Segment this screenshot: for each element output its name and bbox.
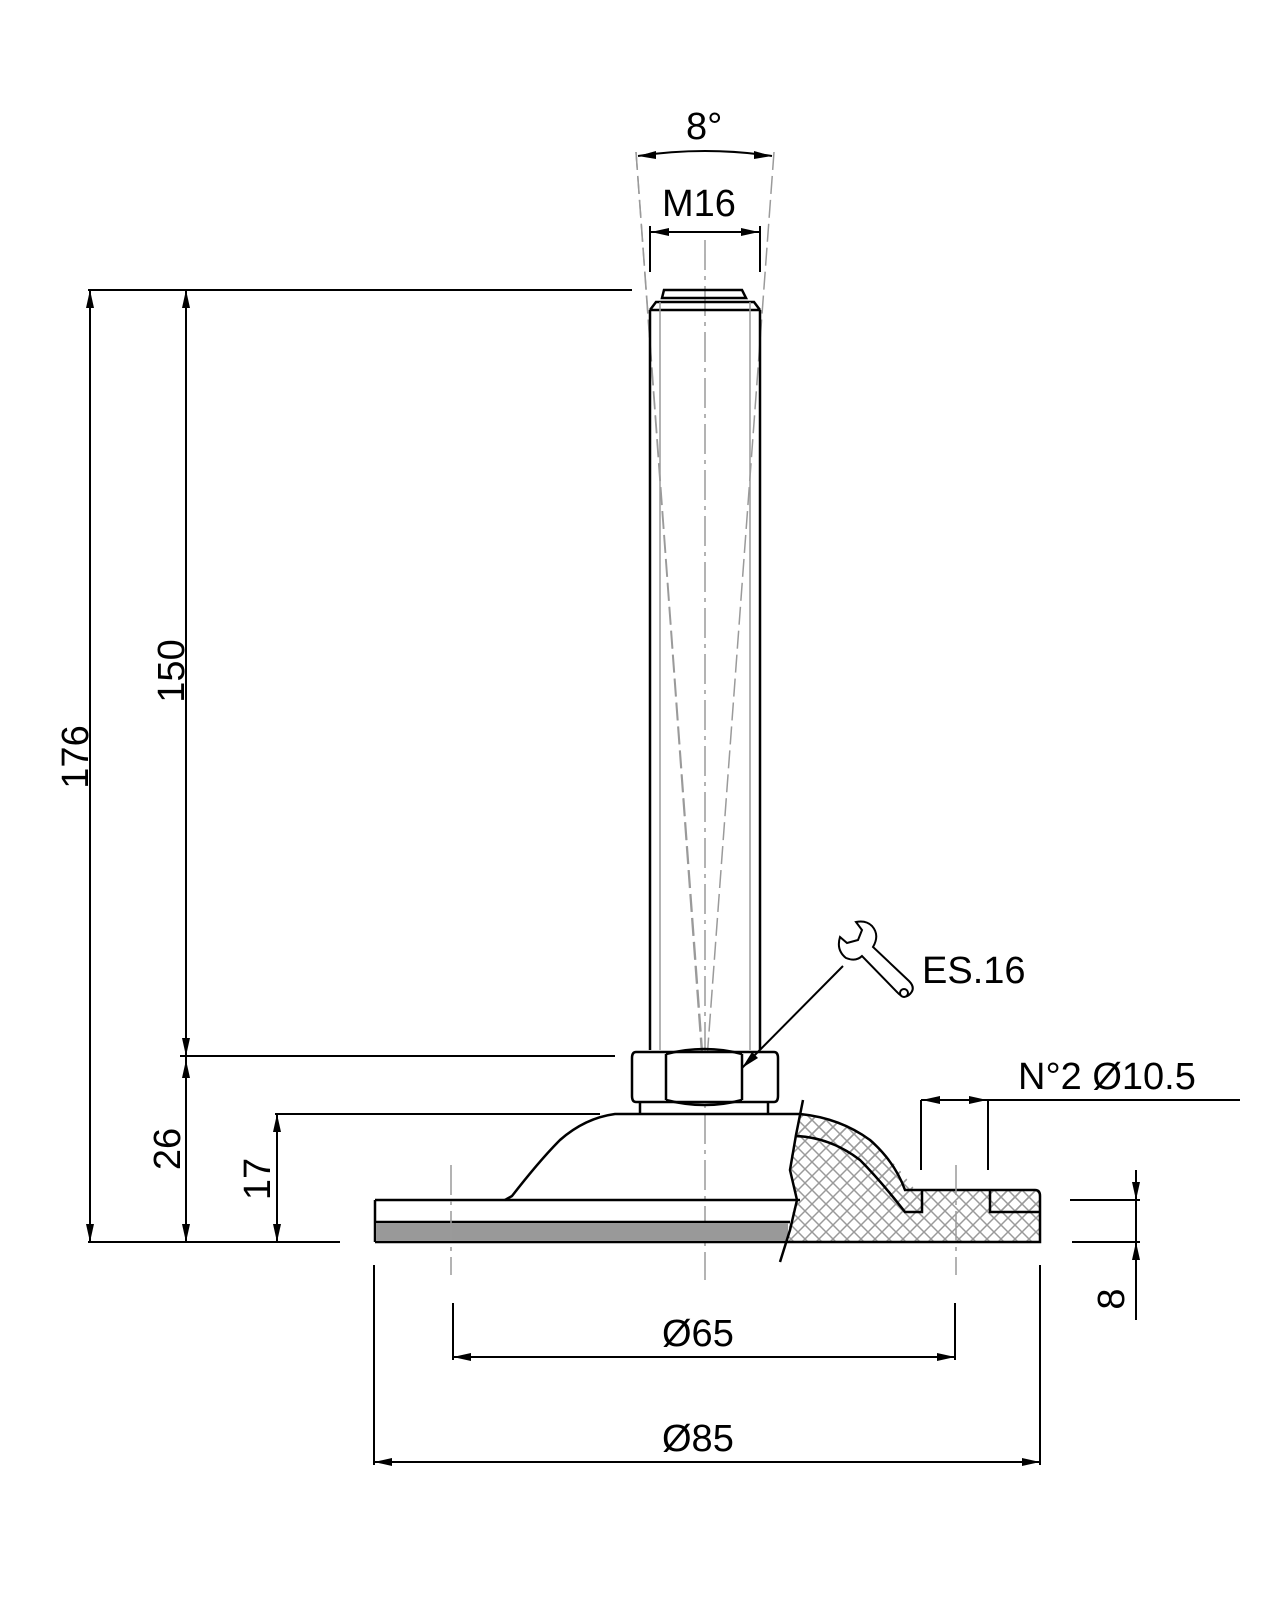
- holes-label: N°2 Ø10.5: [1018, 1056, 1196, 1098]
- base-height-label: 26: [147, 1127, 189, 1171]
- total-height-label: 176: [55, 725, 97, 789]
- dome-height-label: 17: [237, 1157, 279, 1201]
- rubber-pad: [376, 1223, 788, 1241]
- dimension-lines: [88, 150, 1240, 1465]
- taper-lines: [635, 151, 775, 1101]
- wrench-icon: [837, 920, 914, 998]
- arrowheads: [86, 151, 1140, 1466]
- base-thickness-label: 8: [1091, 1288, 1133, 1310]
- base-body: [373, 1112, 800, 1244]
- bolt-circle-label: Ø65: [662, 1313, 734, 1355]
- thread-label: M16: [662, 183, 736, 225]
- stem-length-label: 150: [151, 639, 193, 703]
- threaded-stem: [648, 288, 762, 1050]
- base-diameter-label: Ø85: [662, 1418, 734, 1460]
- section-view: [778, 1099, 1042, 1263]
- hex-nut: [630, 1047, 780, 1114]
- wrench-size-label: ES.16: [922, 950, 1026, 992]
- angle-label: 8°: [686, 106, 723, 148]
